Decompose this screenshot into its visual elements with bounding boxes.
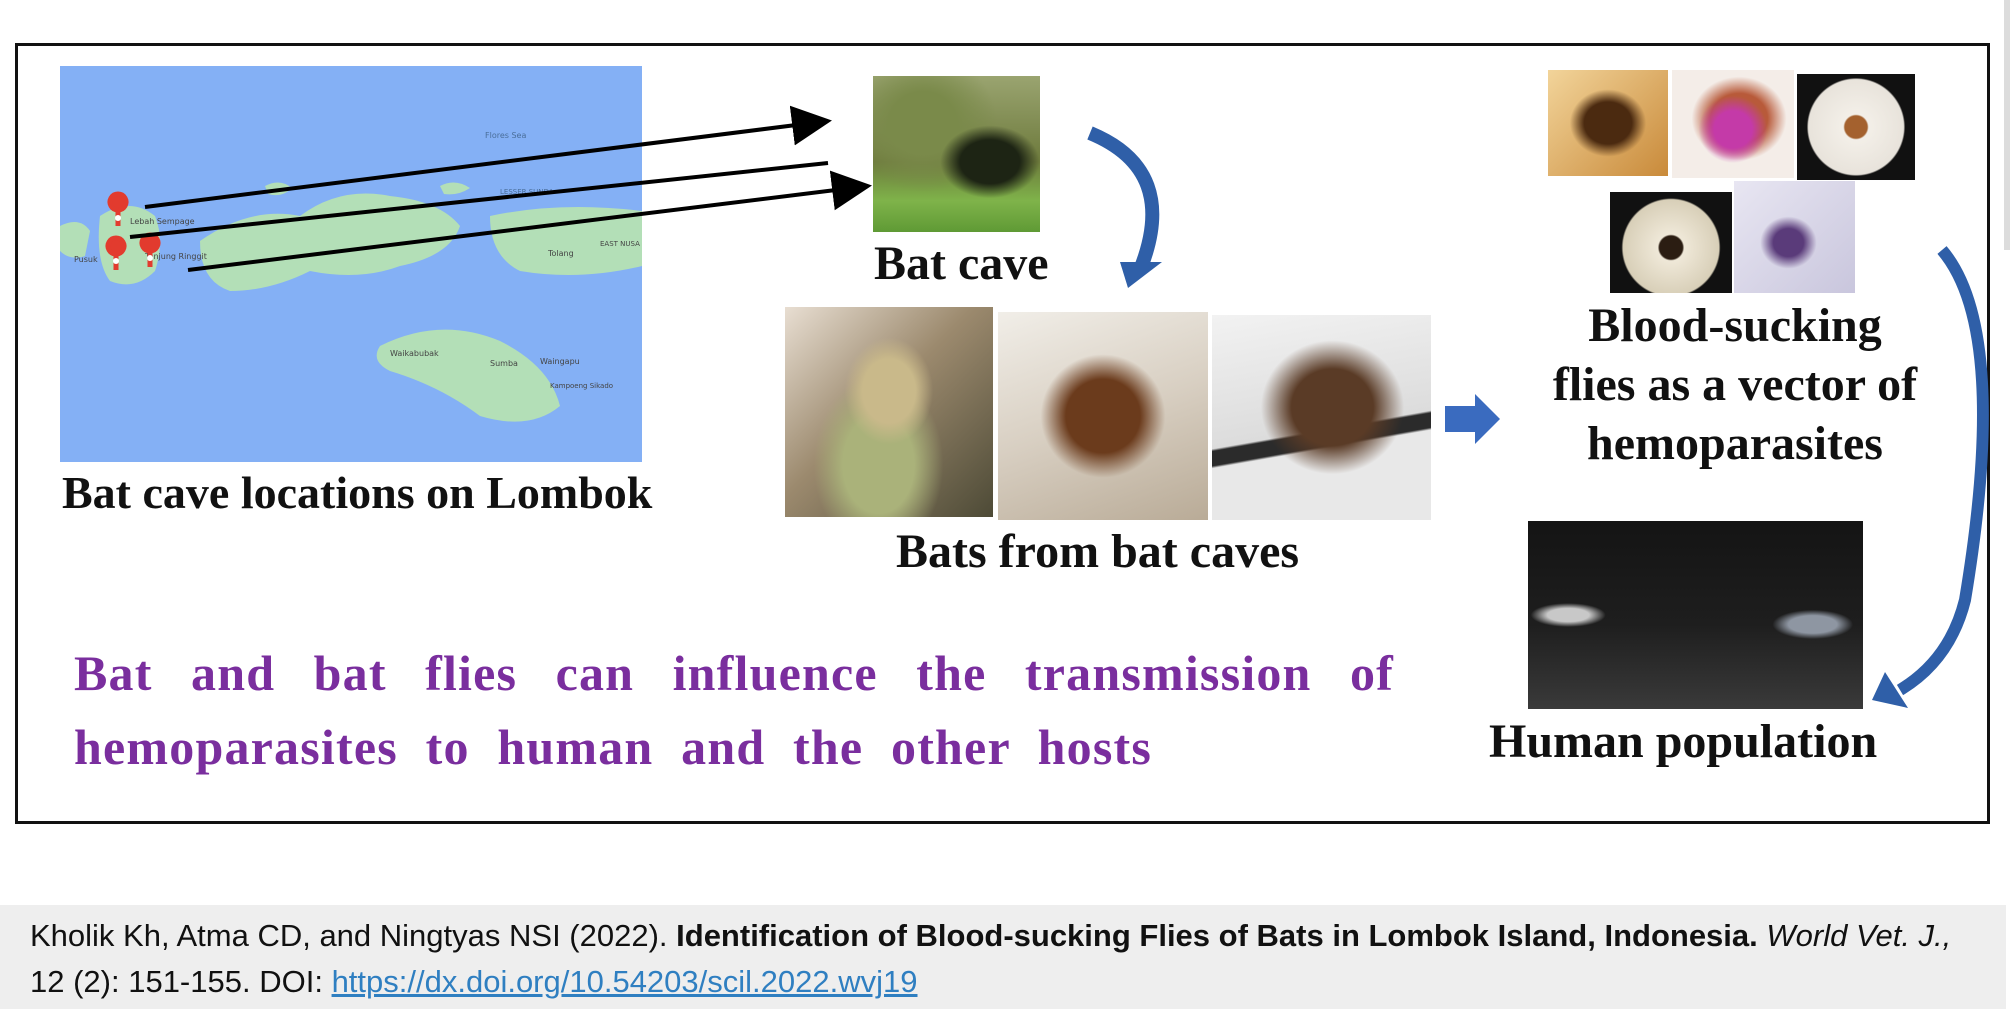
location-pin-icon bbox=[107, 191, 129, 226]
citation-title: Identification of Blood-sucking Flies of… bbox=[676, 918, 1758, 953]
bat-photo-3 bbox=[1212, 315, 1431, 520]
map-label: Waingapu bbox=[540, 357, 580, 366]
bat-cave-photo bbox=[873, 76, 1040, 232]
flies-caption-line: hemoparasites bbox=[1587, 417, 1883, 470]
map-label: Waikabubak bbox=[390, 349, 439, 358]
location-pin-icon bbox=[139, 232, 161, 267]
map-label: Tolang bbox=[547, 249, 574, 258]
map-label: EAST NUSA TENGGARA bbox=[600, 240, 642, 248]
island-small-1 bbox=[265, 182, 292, 196]
citation: Kholik Kh, Atma CD, and Ningtyas NSI (20… bbox=[0, 905, 2006, 1009]
human-population-photo bbox=[1528, 521, 1863, 709]
map-label: Lebah Sempage bbox=[130, 217, 195, 226]
citation-authors: Kholik Kh, Atma CD, and Ningtyas NSI (20… bbox=[30, 918, 668, 953]
map-drawing: Flores Sea Lebah Sempage Pusuk Tanjung R… bbox=[60, 131, 642, 422]
scrollbar[interactable] bbox=[2004, 0, 2010, 250]
bat-cave-caption: Bat cave bbox=[874, 237, 1049, 290]
bat-photo-2 bbox=[998, 312, 1208, 520]
map-label: LESSER SUNDA bbox=[500, 188, 554, 196]
island-sumbawa bbox=[200, 193, 460, 291]
fly-photo-5 bbox=[1734, 181, 1855, 293]
citation-volume: 12 (2): 151-155. DOI: bbox=[30, 964, 323, 999]
fly-photo-1 bbox=[1548, 70, 1668, 176]
human-caption: Human population bbox=[1489, 715, 1878, 768]
island-bali bbox=[60, 222, 90, 258]
flies-caption-line: flies as a vector of bbox=[1552, 358, 1918, 411]
conclusion-text: Bat and bat flies can influence the tran… bbox=[74, 645, 1394, 775]
map-label: Tanjung Ringgit bbox=[144, 252, 207, 261]
fly-photo-2 bbox=[1672, 70, 1794, 178]
map-label: Pusuk bbox=[74, 255, 98, 264]
flies-caption: Blood-sucking flies as a vector of hemop… bbox=[1537, 296, 1933, 473]
map-label: Sumba bbox=[490, 359, 518, 368]
lombok-map: Flores Sea Lebah Sempage Pusuk Tanjung R… bbox=[60, 66, 642, 462]
map-caption: Bat cave locations on Lombok bbox=[62, 467, 653, 518]
island-sumba bbox=[376, 329, 560, 422]
flies-caption-line: Blood-sucking bbox=[1588, 299, 1882, 352]
doi-link[interactable]: https://dx.doi.org/10.54203/scil.2022.wv… bbox=[331, 964, 918, 999]
map-label: Kampoeng Sikado bbox=[550, 382, 613, 390]
island-small-2 bbox=[440, 182, 470, 195]
fly-photo-4 bbox=[1610, 192, 1732, 293]
location-pin-icon bbox=[105, 235, 127, 270]
bat-photo-1 bbox=[785, 307, 993, 517]
citation-journal: World Vet. J., bbox=[1766, 918, 1952, 953]
fly-photo-3 bbox=[1797, 74, 1915, 180]
map-label: Flores Sea bbox=[485, 131, 526, 140]
bats-caption: Bats from bat caves bbox=[896, 525, 1300, 578]
